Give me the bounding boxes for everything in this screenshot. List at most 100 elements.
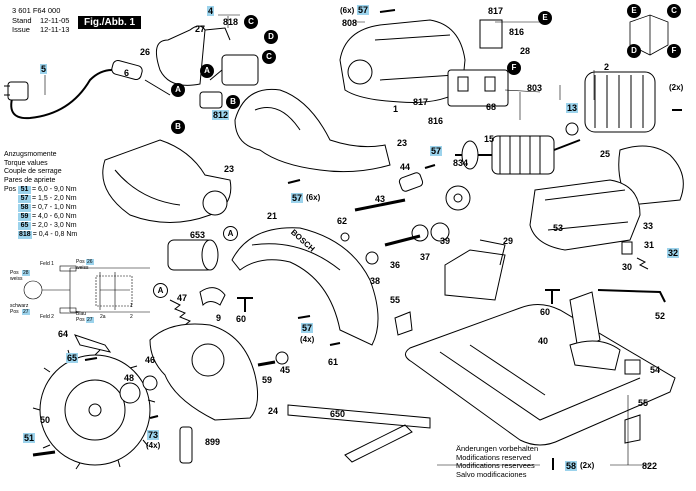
wiring-n28: 28 [22,270,30,276]
brush-holders [447,19,509,107]
screw-57-guard [297,315,311,319]
ref-marker-f: F [667,44,681,58]
torque-row: 65= 2,0 - 3,0 Nm [4,221,77,231]
part-label: 5 [40,64,48,74]
part-55-right [624,414,641,444]
part-label: 25 [600,149,611,159]
ref-marker-c: C [667,4,681,18]
part-label: 817 [488,6,504,16]
screw-60-left [237,297,253,312]
part-label: 13 [566,103,579,113]
part-label: 52 [655,311,666,321]
part-label: 822 [642,461,658,471]
screw-73 [149,415,159,419]
part-label: 834 [453,158,469,168]
wiring-weiss2: weiss [76,265,89,271]
ref-marker-c: C [262,50,276,64]
part-label: 47 [177,293,188,303]
part-label: 65 [66,353,79,363]
screw-57-cap [424,164,436,169]
torque-title-de: Anzugsmomente [4,151,57,158]
ref-marker-e: E [538,11,552,25]
part-label: 38 [370,276,381,286]
issue-date: 12-11-13 [40,25,70,34]
lever [74,334,112,353]
part-label: 55 [390,295,401,305]
wiring-pos27b: Pos [76,317,85,323]
part-label: 31 [644,240,655,250]
part-label: 39 [440,236,451,246]
part-number: 3 601 F64 000 [12,6,61,15]
base-plate [405,304,676,446]
handle-rear [102,139,232,223]
wiring-pos28: Pos [10,270,19,276]
footer-notes: Änderungen vorbehalten Modifications res… [456,444,538,479]
ref-marker-a: A [200,64,214,78]
part-label: 64 [58,329,69,339]
part-label: 73 [147,430,160,440]
gear-housing [529,179,641,251]
wiring-schematic [23,265,150,314]
bevel-bracket [569,291,601,351]
screw-59 [257,360,276,367]
ref-marker-a: A [223,226,238,241]
leader-lines [44,14,650,466]
torque-row: 57= 1,5 - 2,0 Nm [4,194,77,204]
shaft [354,198,406,212]
bevel-lever [569,340,621,371]
armature [455,135,581,175]
wiring-weiss: weiss [10,276,23,282]
part-label: 808 [342,18,358,28]
qty-label: (6x) [306,193,321,202]
parallel-guide [287,404,431,463]
footer-es: Salvo modificaciones [456,469,527,479]
saw-blade [32,349,156,470]
wiring-t2a: 2a [100,314,106,320]
hex-key [597,289,666,303]
part-label: 62 [337,216,348,226]
bolt-61 [329,342,341,346]
part-label: 50 [40,415,51,425]
part-label: 60 [540,307,551,317]
torque-row: 58= 0,7 - 1,0 Nm [4,203,77,213]
part-label: 45 [280,365,291,375]
screw-60-right [545,289,560,304]
part-label: 816 [428,116,444,126]
part-label: 817 [413,97,429,107]
flange-46 [142,375,158,391]
flange-48 [119,382,141,404]
handle-upper [234,88,391,173]
figure-label: Fig./Abb. 1 [78,16,142,29]
bearing [565,122,579,136]
qty-label: (2x) [580,461,595,470]
part-label: 60 [236,314,247,324]
part-label: 36 [390,260,401,270]
ref-marker-b: B [171,120,185,134]
part-label: 48 [124,373,135,383]
ref-marker-f: F [507,61,521,75]
part-label: 40 [538,336,549,346]
part-label: 57 [357,5,370,15]
wiring-pos27: Pos [10,309,19,315]
part-label: 27 [195,24,206,34]
grease-tube [179,426,193,464]
wiring-feld1: Feld 1 [40,261,54,267]
ref-marker-b: B [226,95,240,109]
part-label: 650 [330,409,346,419]
part-54 [624,359,641,375]
part-label: 46 [145,355,156,365]
part-label: 29 [503,236,514,246]
part-label: 28 [520,46,531,56]
screw-57-handle [287,179,301,184]
ref-marker-d: D [627,44,641,58]
part-label: 57 [291,193,304,203]
blade-bolt [32,450,56,457]
part-label: 653 [190,230,206,240]
part-label: 68 [486,102,497,112]
part-label: 57 [301,323,314,333]
ref-marker-c: C [244,15,258,29]
part-label: 30 [622,262,633,272]
part-label: 61 [328,357,339,367]
ref-marker-a: A [171,83,185,97]
